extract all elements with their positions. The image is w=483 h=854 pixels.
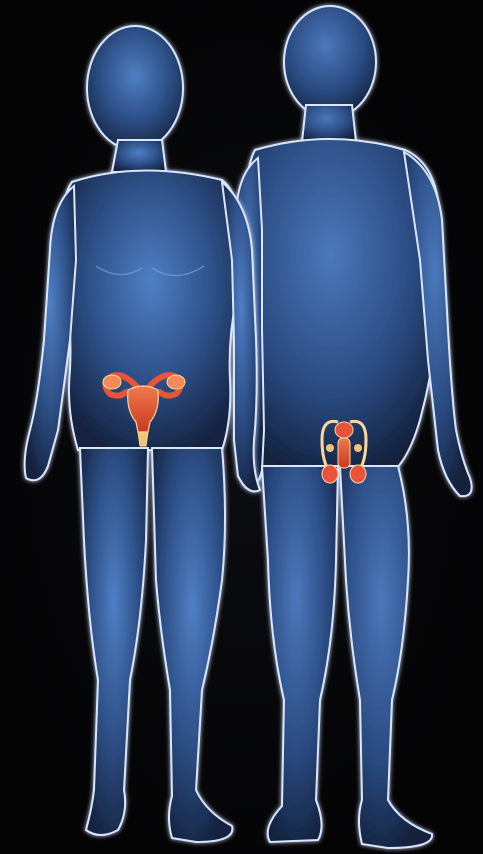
seminal-vesicle-right [354, 444, 362, 452]
vagina [138, 432, 148, 446]
bladder [335, 422, 353, 438]
seminal-vesicle-left [326, 444, 334, 452]
male-leg-left [262, 466, 338, 842]
male-head [284, 6, 376, 118]
ovary-right [167, 375, 185, 389]
female-head [87, 26, 183, 150]
penis [338, 438, 350, 468]
ovary-left [103, 375, 121, 389]
male-figure [236, 6, 472, 848]
testis-left [322, 465, 338, 483]
male-neck [302, 105, 356, 142]
female-arm-left [25, 186, 76, 480]
male-leg-right [340, 466, 432, 848]
female-neck [112, 140, 166, 172]
testis-right [350, 465, 366, 483]
female-leg-left [80, 448, 148, 835]
female-leg-right [152, 448, 232, 842]
